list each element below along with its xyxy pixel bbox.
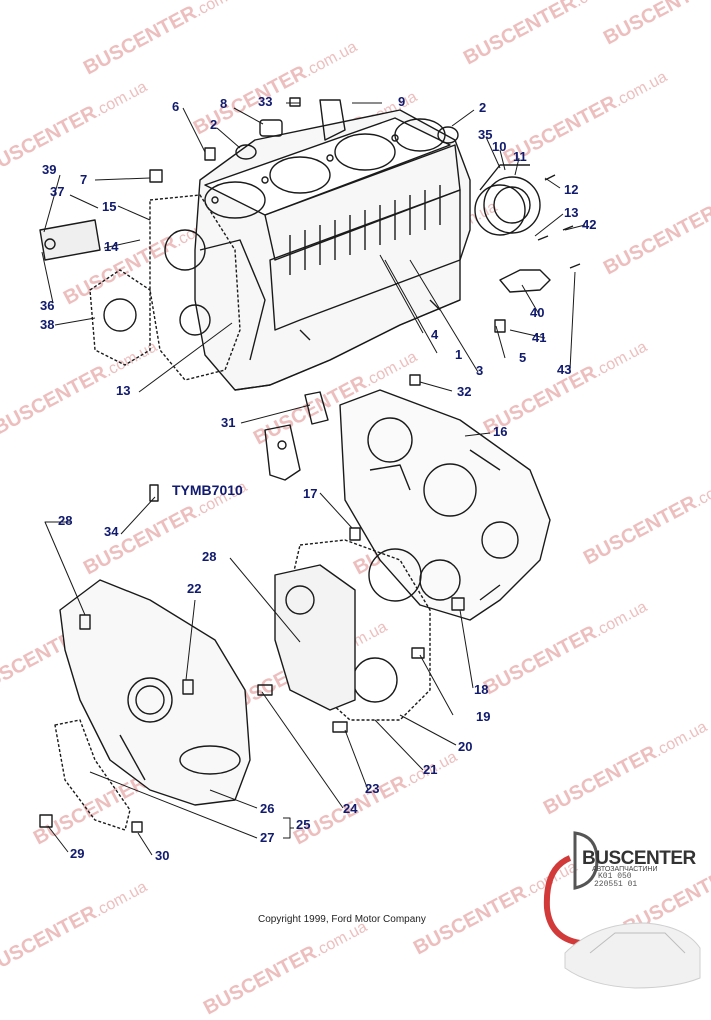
callout-37: 37 xyxy=(50,184,65,199)
callout-2: 2 xyxy=(210,117,218,132)
mounting-bracket xyxy=(39,219,101,261)
callout-42: 42 xyxy=(582,217,597,232)
logo-code-top: K01 050 xyxy=(598,872,632,881)
callout-17: 17 xyxy=(303,486,318,501)
callout-35: 35 xyxy=(478,127,493,142)
bracket-31 xyxy=(304,391,329,425)
callout-3: 3 xyxy=(476,363,484,378)
timing-cover-plate xyxy=(339,389,551,621)
front-plate xyxy=(274,564,356,711)
logo-code-bottom: 220551 01 xyxy=(594,880,638,889)
callout-15: 15 xyxy=(102,199,117,214)
front-gasket-small xyxy=(89,269,151,366)
callout-7: 7 xyxy=(80,172,88,187)
callout-5: 5 xyxy=(519,350,527,365)
side-gasket xyxy=(149,194,241,381)
callout-13: 13 xyxy=(564,205,579,220)
callout-23: 23 xyxy=(365,781,380,796)
callout-11: 11 xyxy=(513,149,527,164)
callout-12: 12 xyxy=(564,182,579,197)
callout-1: 1 xyxy=(455,347,463,362)
callout-28: 28 xyxy=(202,549,217,564)
callout-41: 41 xyxy=(532,330,547,345)
callout-33: 33 xyxy=(258,94,273,109)
callout-4: 4 xyxy=(431,327,439,342)
callout-27: 27 xyxy=(260,830,275,845)
callout-10: 10 xyxy=(492,139,507,154)
callout-43: 43 xyxy=(557,362,572,377)
callout-19: 19 xyxy=(476,709,491,724)
callout-32: 32 xyxy=(457,384,472,399)
callout-39: 39 xyxy=(42,162,57,177)
logo-tagline: АВТОЗАПЧАСТИНИ xyxy=(592,866,658,873)
cover-gasket-27 xyxy=(54,719,131,831)
callout-8: 8 xyxy=(220,96,228,111)
model-code-label: TYMB7010 xyxy=(172,482,243,498)
logo-brand: BUSCENTER xyxy=(582,848,696,869)
callout-16: 16 xyxy=(493,424,508,439)
callout-18: 18 xyxy=(474,682,489,697)
callout-2: 2 xyxy=(479,100,487,115)
callout-22: 22 xyxy=(187,581,202,596)
small-fittings xyxy=(149,97,581,386)
callout-38: 38 xyxy=(40,317,55,332)
callout-29: 29 xyxy=(70,846,85,861)
callout-40: 40 xyxy=(530,305,545,320)
callout-28: 28 xyxy=(58,513,73,528)
front-timing-cover xyxy=(59,579,251,806)
callout-24: 24 xyxy=(343,801,358,816)
callout-31: 31 xyxy=(221,415,236,430)
rear-oil-seal-housing xyxy=(474,164,541,236)
lifting-bracket xyxy=(264,424,301,481)
callout-20: 20 xyxy=(458,739,473,754)
callout-6: 6 xyxy=(172,99,180,114)
callout-36: 36 xyxy=(40,298,55,313)
copyright-text: Copyright 1999, Ford Motor Company xyxy=(258,914,426,925)
callout-26: 26 xyxy=(260,801,275,816)
callout-13: 13 xyxy=(116,383,131,398)
leader-lines xyxy=(41,102,586,856)
callout-34: 34 xyxy=(104,524,119,539)
callout-21: 21 xyxy=(423,762,438,777)
buscenter-logo xyxy=(543,831,701,989)
cylinder-block xyxy=(194,109,471,391)
callout-25: 25 xyxy=(296,817,311,832)
callout-9: 9 xyxy=(398,94,406,109)
callout-14: 14 xyxy=(104,239,119,254)
callout-30: 30 xyxy=(155,848,170,863)
